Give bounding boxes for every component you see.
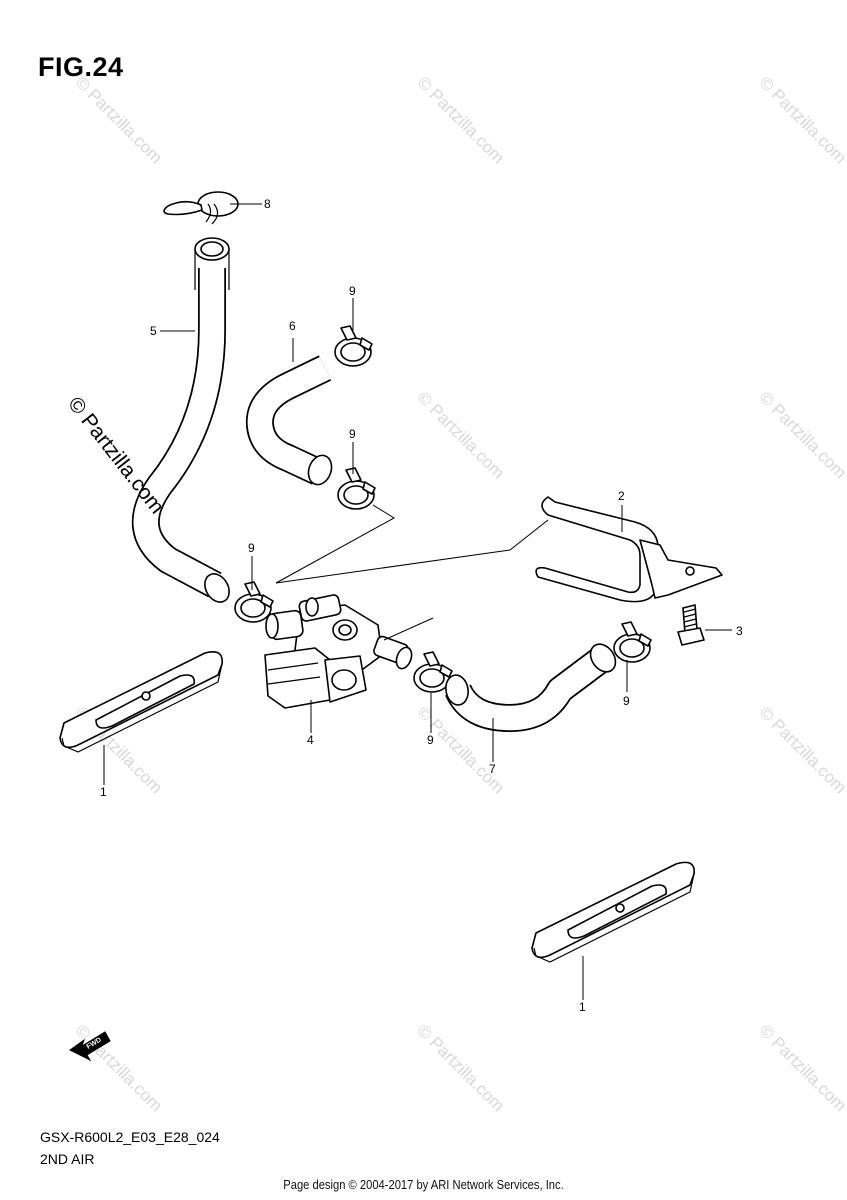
callout-7: 7: [489, 762, 496, 776]
cap-part-8[interactable]: [163, 191, 239, 225]
clamp-part-9-center[interactable]: [413, 651, 453, 693]
forward-arrow-icon: FWD: [69, 1031, 111, 1062]
callout-9-left: 9: [248, 541, 255, 555]
callout-9-center: 9: [427, 733, 434, 747]
valve-part-4[interactable]: [264, 594, 414, 709]
clamp-part-9-right[interactable]: [613, 621, 652, 663]
callout-9-top: 9: [349, 284, 356, 298]
clamp-part-9-top[interactable]: [334, 325, 373, 367]
callout-9-mid: 9: [349, 427, 356, 441]
guide-line: [275, 504, 395, 584]
callout-1-right: 1: [579, 1000, 586, 1014]
page-footer: Page design © 2004-2017 by ARI Network S…: [283, 1177, 564, 1192]
callout-1-left: 1: [100, 785, 107, 799]
gasket-part-1-right[interactable]: [531, 861, 695, 963]
guide-line: [383, 617, 434, 641]
hose-part-5[interactable]: [131, 237, 234, 606]
guide-line: [275, 519, 549, 584]
hose-part-6[interactable]: [245, 355, 336, 488]
callout-6: 6: [289, 319, 296, 333]
callout-5: 5: [150, 324, 157, 338]
bolt-part-3[interactable]: [677, 604, 705, 646]
hose-part-7[interactable]: [444, 639, 621, 732]
callout-3: 3: [736, 624, 743, 638]
model-code: GSX-R600L2_E03_E28_024: [40, 1129, 220, 1145]
callout-4: 4: [307, 733, 314, 747]
callout-8: 8: [264, 197, 271, 211]
section-name: 2ND AIR: [40, 1151, 95, 1167]
bracket-part-2[interactable]: [535, 496, 723, 603]
callout-2: 2: [618, 489, 625, 503]
clamp-part-9-left[interactable]: [234, 581, 274, 623]
clamp-part-9-mid[interactable]: [337, 467, 376, 510]
gasket-part-1-left[interactable]: [59, 651, 223, 753]
figure-title: FIG.24: [38, 52, 124, 82]
callout-9-right: 9: [623, 694, 630, 708]
